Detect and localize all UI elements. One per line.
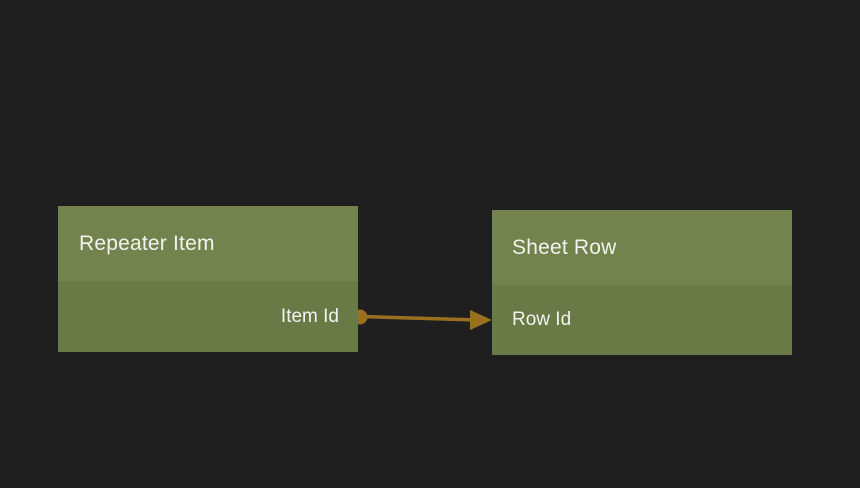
field-label: Item Id (280, 305, 339, 327)
node-header: Sheet Row (492, 210, 792, 285)
node-repeater-item[interactable]: Repeater Item Item Id (58, 206, 358, 352)
field-row-item-id[interactable]: Item Id (58, 281, 358, 352)
node-body: Row Id (492, 285, 792, 355)
edge-target-arrow-icon (470, 310, 492, 330)
node-header: Repeater Item (58, 206, 358, 281)
node-sheet-row[interactable]: Sheet Row Row Id (492, 210, 792, 355)
edge-item-id-to-row-id[interactable] (352, 309, 493, 331)
field-label: Row Id (512, 309, 572, 330)
node-title: Repeater Item (79, 231, 215, 255)
node-title: Sheet Row (512, 235, 617, 259)
edge-line (361, 314, 479, 322)
node-body: Item Id (58, 281, 358, 352)
field-row-row-id[interactable]: Row Id (492, 285, 792, 355)
